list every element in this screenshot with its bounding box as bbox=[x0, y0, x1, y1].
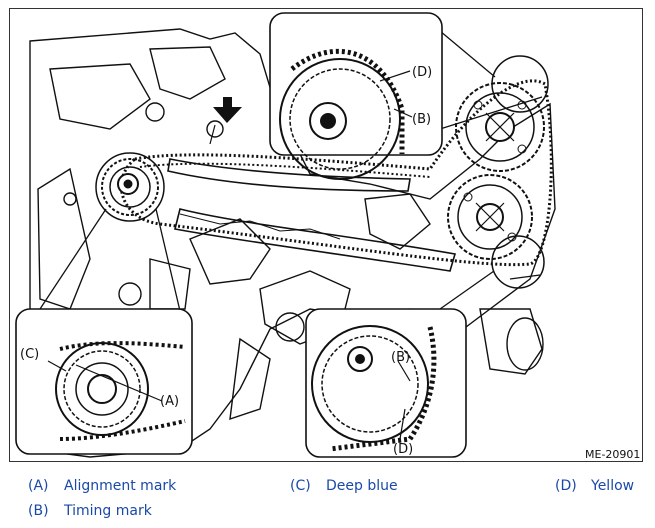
callout-B-upper: (B) bbox=[412, 112, 431, 127]
pointer-arrow bbox=[209, 97, 242, 145]
callout-A: (A) bbox=[160, 394, 179, 409]
inset-leader-lines bbox=[39, 30, 543, 312]
inset-cam-upper: (D) (B) bbox=[269, 12, 443, 180]
callout-C: (C) bbox=[20, 347, 39, 362]
legend-key: (D) bbox=[555, 478, 577, 494]
crank-sprocket bbox=[101, 158, 159, 216]
leader-D-upper bbox=[379, 70, 411, 82]
legend: (A) Alignment mark (B) Timing mark (C) Deep… bbox=[0, 470, 655, 528]
legend-item-c: (C) Deep blue bbox=[290, 478, 398, 494]
legend-key: (B) bbox=[28, 503, 49, 519]
cam-sprocket-upper bbox=[455, 82, 545, 172]
callout-D-lower: (D) bbox=[393, 442, 413, 457]
leader-B-lower bbox=[397, 360, 411, 382]
legend-label: Yellow bbox=[591, 478, 635, 494]
inset-crank: (C) (A) bbox=[15, 308, 193, 455]
legend-label: Timing mark bbox=[64, 503, 152, 519]
legend-label: Alignment mark bbox=[64, 478, 177, 494]
leader-D-lower bbox=[399, 408, 406, 440]
legend-label: Deep blue bbox=[326, 478, 398, 494]
inset-cam-lower: (B) (D) bbox=[305, 308, 467, 458]
zoom-circle-crank bbox=[95, 152, 165, 222]
chain-guides bbox=[167, 158, 457, 272]
legend-key: (A) bbox=[28, 478, 49, 494]
legend-key: (C) bbox=[290, 478, 311, 494]
cam-sprocket-lower bbox=[447, 174, 533, 260]
zoom-circle-cam-upper bbox=[491, 55, 549, 113]
legend-item-a: (A) Alignment mark bbox=[28, 478, 176, 494]
timing-chain bbox=[119, 79, 553, 267]
leader-B-upper bbox=[393, 108, 413, 118]
legend-item-d: (D) Yellow bbox=[555, 478, 634, 494]
engine-timing-chain-diagram: (C) (A) (D) (B) (B) (D) bbox=[9, 8, 643, 462]
leader-A bbox=[75, 364, 163, 402]
callout-D-upper: (D) bbox=[412, 65, 432, 80]
zoom-circle-cam-lower bbox=[491, 235, 545, 289]
leader-C bbox=[47, 360, 67, 372]
figure-code: ME-20901 bbox=[585, 448, 640, 461]
callout-B-lower: (B) bbox=[391, 350, 410, 365]
legend-item-b: (B) Timing mark bbox=[28, 503, 152, 519]
diagram-drawing: (C) (A) (D) (B) (B) (D) bbox=[15, 12, 640, 461]
